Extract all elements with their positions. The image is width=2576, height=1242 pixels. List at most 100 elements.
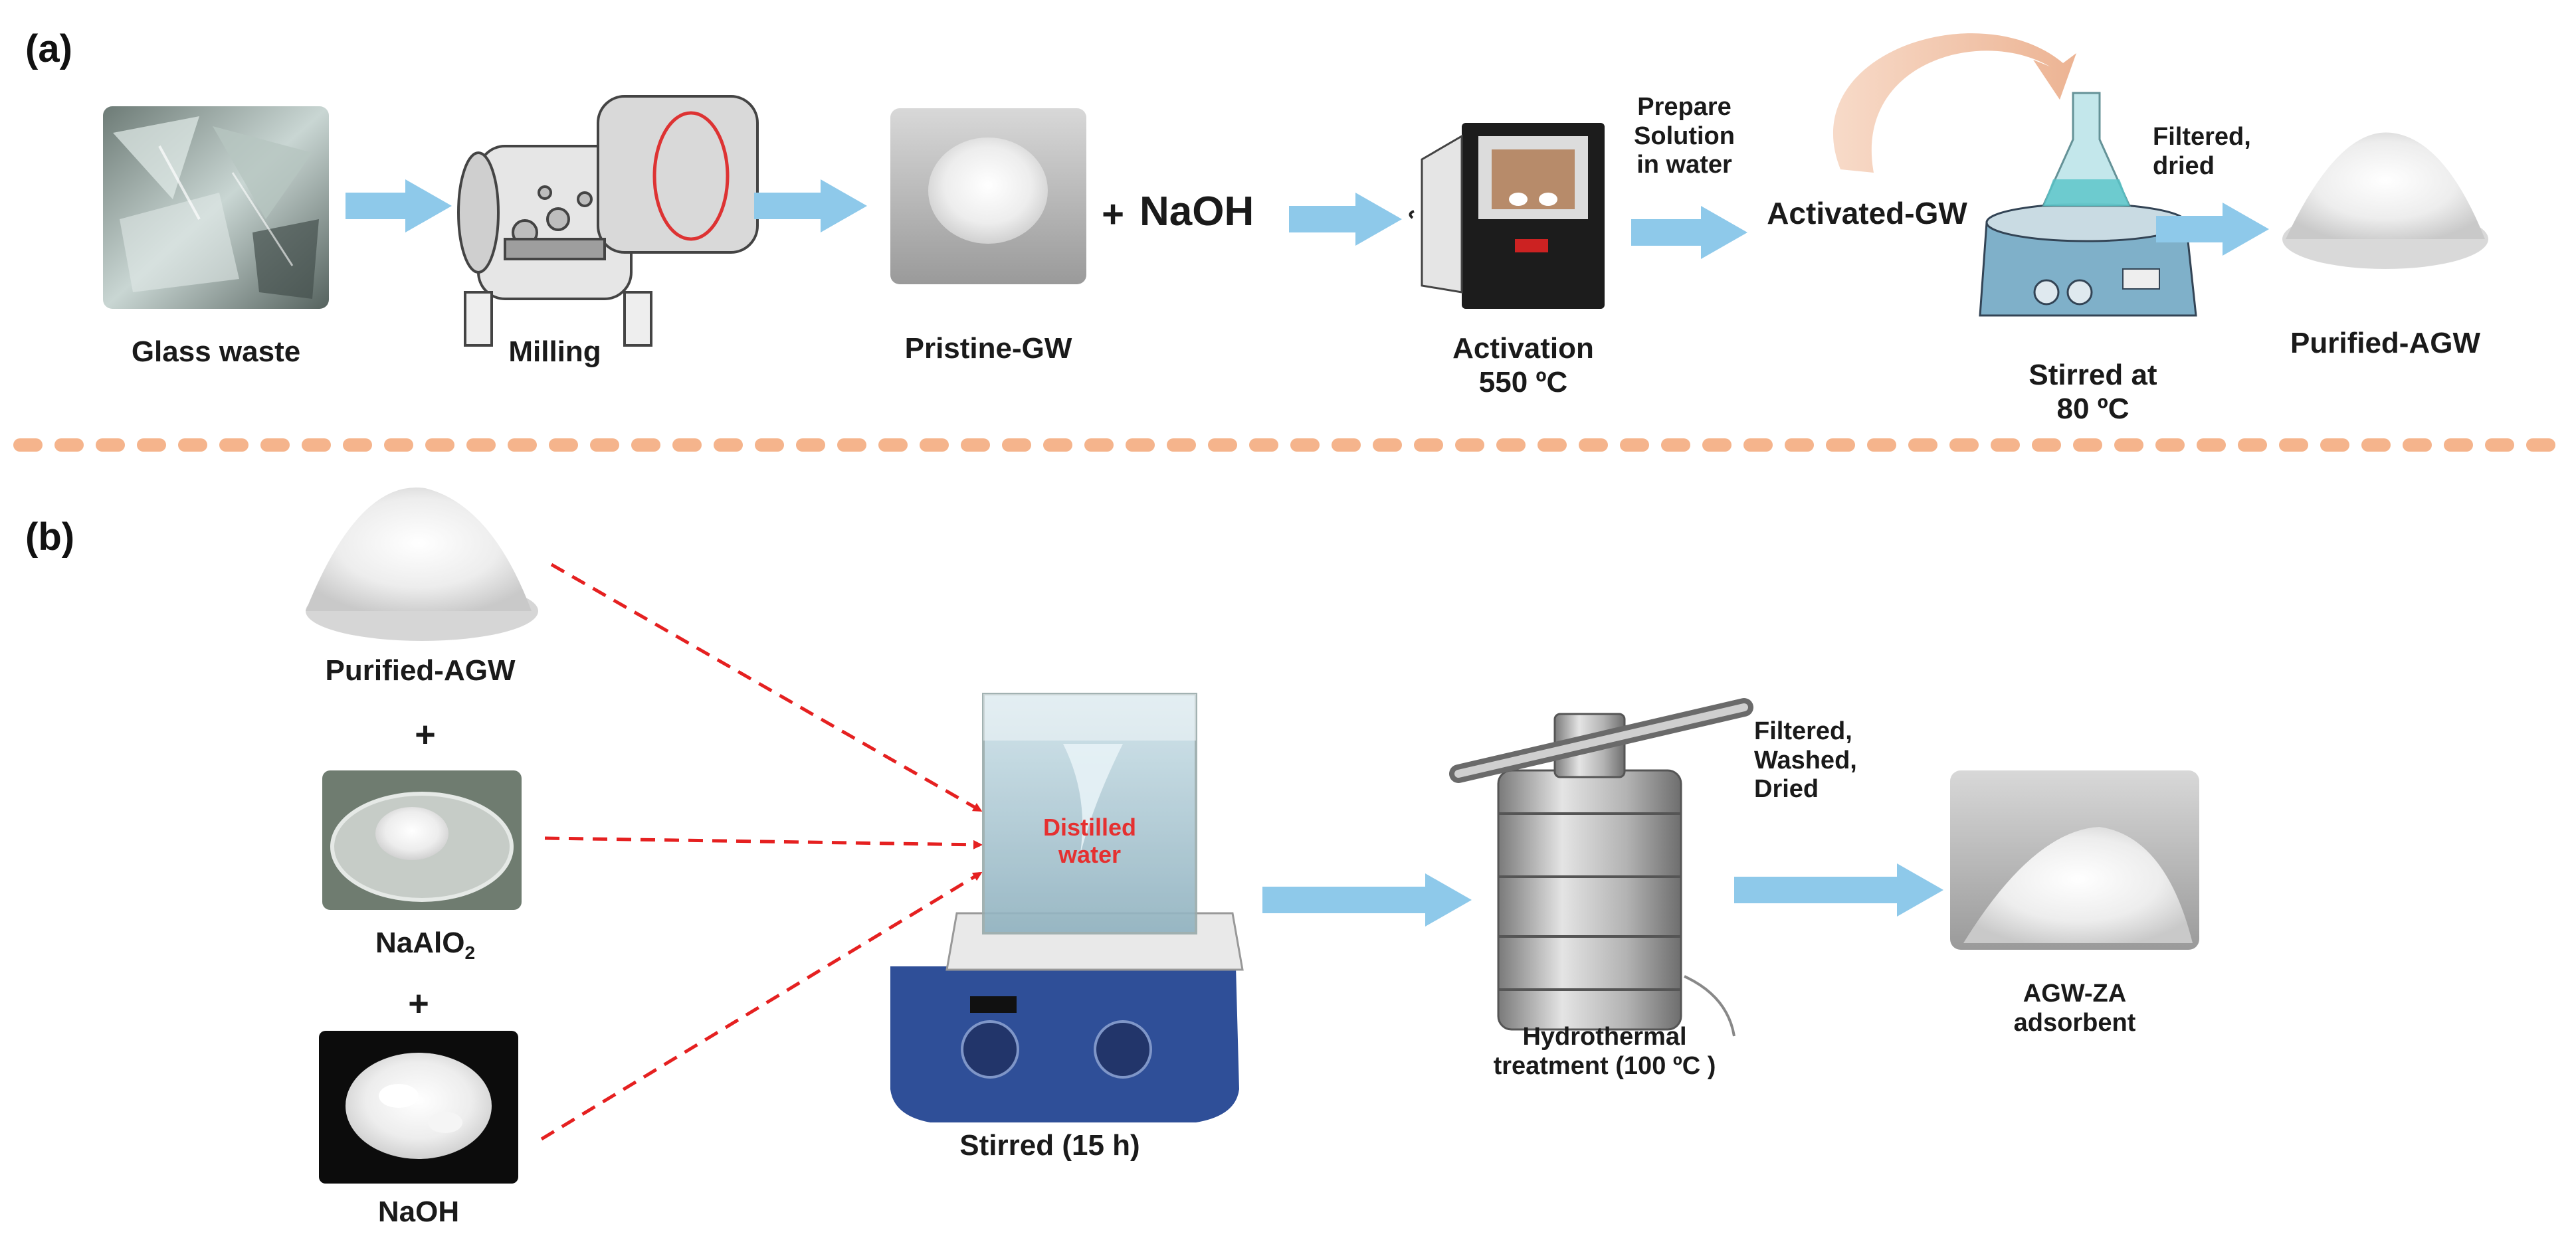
divider-segment (1455, 438, 1484, 452)
divider-segment (13, 438, 43, 452)
divider-segment (96, 438, 125, 452)
divider-segment (302, 438, 331, 452)
divider-segment (1991, 438, 2020, 452)
divider-segment (1826, 438, 1855, 452)
label-prepare-solution: Prepare Solution in water (1615, 93, 1754, 180)
purified-agw-image-b (306, 487, 538, 641)
fwd-line-3: Dried (1754, 775, 1819, 804)
arrow-naoh-to-furnace (1289, 193, 1402, 246)
naalo2-main: NaAlO (375, 927, 465, 959)
divider-segment (1290, 438, 1320, 452)
label-agw-za: AGW-ZA adsorbent (1987, 980, 2163, 1037)
label-naoh-a: NaOH (1139, 189, 1254, 234)
divider-segment (1167, 438, 1196, 452)
flow-arrows (346, 179, 2269, 927)
filtered-dried-line-2: dried (2153, 151, 2215, 180)
divider-segment (1661, 438, 1690, 452)
naalo2-image (322, 770, 522, 910)
hydrothermal-line-2: treatment (100 ºC ) (1493, 1051, 1716, 1080)
label-distilled-water: Distilled water (1010, 814, 1169, 869)
divider-segment (2238, 438, 2267, 452)
label-glass-waste: Glass waste (131, 335, 301, 368)
divider-segment (1908, 438, 1937, 452)
label-filtered-dried: Filtered, dried (2153, 123, 2286, 181)
divider-segment (1002, 438, 1031, 452)
activation-line-1: Activation (1452, 332, 1594, 365)
divider-segment (2073, 438, 2102, 452)
divider-segment (672, 438, 702, 452)
label-activated-gw: Activated-GW (1767, 196, 1967, 230)
arrow-stir-to-filter (2156, 203, 2269, 256)
divider-segment (1126, 438, 1155, 452)
beaker-stirrer-image (890, 693, 1244, 1122)
divider-segment (2361, 438, 2391, 452)
divider-segment (2444, 438, 2473, 452)
label-purified-agw-a: Purified-AGW (2290, 327, 2480, 359)
divider-segment (631, 438, 660, 452)
divider-segment (920, 438, 949, 452)
autoclave-image (1449, 698, 1753, 1037)
arrow-stirred-to-autoclave (1262, 873, 1472, 927)
activation-line-2: 550 ºC (1478, 365, 1568, 399)
divider-segment (1867, 438, 1896, 452)
divider-segment (137, 438, 166, 452)
section-divider (13, 438, 2555, 452)
divider-segment (508, 438, 537, 452)
divider-segment (260, 438, 290, 452)
naalo2-subscript: 2 (464, 942, 476, 963)
distilled-line-1: Distilled (1042, 814, 1137, 841)
divider-segment (466, 438, 496, 452)
divider-segment (1785, 438, 1814, 452)
label-activation: Activation 550 ºC (1422, 332, 1625, 399)
arrow-autoclave-to-product (1734, 863, 1943, 917)
divider-segment (2279, 438, 2308, 452)
label-naoh-b: NaOH (377, 1196, 460, 1228)
label-pristine-gw: Pristine-GW (904, 332, 1072, 365)
divider-segment (1743, 438, 1773, 452)
divider-segment (1496, 438, 1526, 452)
arrow-glass-to-mill (346, 179, 452, 232)
filtered-dried-line-1: Filtered, (2153, 123, 2251, 151)
hydrothermal-line-1: Hydrothermal (1522, 1023, 1687, 1051)
agw-za-image (1950, 770, 2199, 950)
label-plus-b1: + (415, 715, 436, 754)
divider-segment (590, 438, 619, 452)
label-milling: Milling (508, 335, 601, 368)
naoh-pellets-image (319, 1031, 518, 1184)
divider-segment (343, 438, 372, 452)
divider-segment (384, 438, 413, 452)
ball-mill-image (457, 95, 759, 347)
arrow-furnace-to-solution (1631, 206, 1747, 259)
divider-segment (1208, 438, 1237, 452)
label-filtered-washed-dried: Filtered, Washed, Dried (1754, 717, 1914, 804)
divider-segment (961, 438, 990, 452)
divider-segment (1537, 438, 1567, 452)
panel-label-b: (b) (25, 515, 75, 559)
dashed-arrow-naoh (540, 871, 983, 1141)
agw-za-line-1: AGW-ZA (2023, 980, 2127, 1008)
distilled-line-2: water (1058, 841, 1122, 869)
divider-segment (1414, 438, 1443, 452)
divider-segment (1579, 438, 1608, 452)
divider-segment (178, 438, 207, 452)
divider-segment (1620, 438, 1649, 452)
divider-segment (2403, 438, 2432, 452)
divider-segment (2032, 438, 2061, 452)
arrow-mill-to-pristine (754, 179, 867, 232)
label-purified-agw-b: Purified-AGW (325, 654, 516, 687)
label-stirred-15h: Stirred (15 h) (959, 1129, 1140, 1162)
label-plus-a: + (1102, 193, 1124, 236)
divider-segment (2197, 438, 2226, 452)
purified-agw-image-a (2282, 132, 2488, 269)
divider-segment (1373, 438, 1402, 452)
agw-za-line-2: adsorbent (2013, 1008, 2136, 1037)
divider-segment (2155, 438, 2185, 452)
prepare-line-1: Prepare (1637, 93, 1732, 121)
divider-segment (1332, 438, 1361, 452)
furnace-image (1409, 123, 1605, 309)
glass-waste-image (103, 106, 329, 309)
divider-segment (1043, 438, 1072, 452)
divider-segment (837, 438, 866, 452)
